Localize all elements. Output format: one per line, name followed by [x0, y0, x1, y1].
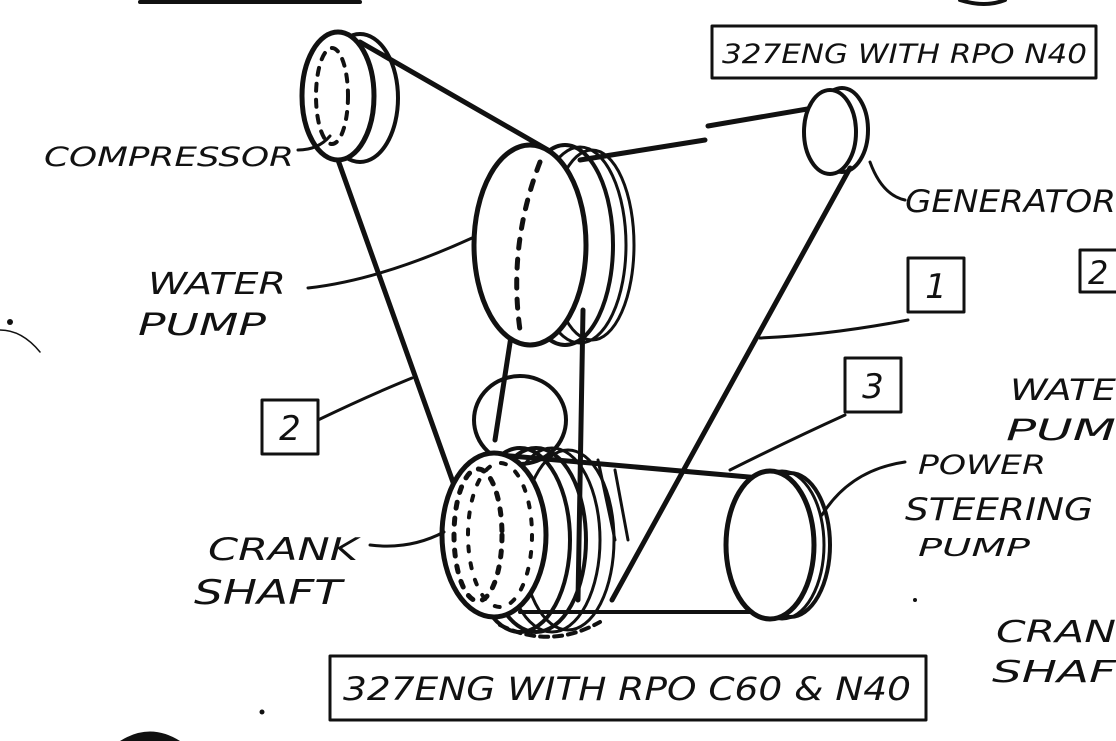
generator-pulley — [802, 86, 870, 176]
adjacent-crank-shaft-line1: CRAN — [996, 615, 1116, 650]
compressor-leader — [296, 134, 332, 152]
water-pump-leader — [306, 236, 474, 290]
right-edge-dot — [913, 598, 917, 602]
label-crank-shaft-line2: SHAFT — [194, 573, 345, 613]
title-bottom: 327ENG WITH RPO C60 & N40 — [343, 670, 911, 708]
callout-1-leader — [758, 318, 910, 340]
left-edge-arc — [0, 329, 41, 353]
callout-2: 2 — [260, 398, 320, 456]
label-power-steering-line3: PUMP — [918, 533, 1031, 562]
adjacent-crank-shaft-line2: SHAF — [992, 655, 1116, 690]
belt-1-top-b — [705, 103, 828, 129]
bottom-edge-blob — [120, 731, 180, 741]
belt-2-left — [335, 157, 457, 488]
top-right-mark — [958, 0, 1007, 6]
callout-1: 1 — [906, 256, 966, 314]
adjacent-figure: 2 WATE PUM CRAN SHAF — [992, 248, 1116, 690]
left-edge-dot — [7, 319, 13, 325]
adjacent-water-pump-line2: PUM — [1006, 413, 1116, 447]
callout-3-leader — [728, 413, 847, 472]
water-pump-pulley — [471, 142, 636, 348]
belt-2-right — [492, 327, 515, 443]
belt-1-diagonal — [609, 165, 853, 603]
compressor-pulley — [299, 29, 400, 164]
crank-shaft-leader — [368, 530, 446, 548]
label-generator: GENERATOR — [905, 184, 1116, 220]
callout-3: 3 — [843, 356, 903, 414]
crank-shaft-pulley — [439, 374, 630, 639]
adjacent-callout-label: 2 — [1088, 254, 1108, 292]
title-top: 327ENG WITH RPO N40 — [722, 39, 1087, 70]
generator-leader — [868, 160, 907, 202]
callout-2-leader — [316, 376, 414, 422]
power-steering-pulley — [723, 468, 832, 622]
title-top-box — [710, 24, 1098, 80]
title-bottom-box — [328, 654, 928, 722]
label-compressor: COMPRESSOR — [44, 142, 294, 173]
label-crank-shaft-line1: CRANK — [208, 532, 362, 568]
adjacent-callout-box — [1078, 248, 1116, 294]
label-power-steering-line2: STEERING — [905, 492, 1093, 528]
callout-3-label: 3 — [862, 367, 884, 407]
belt-1-vertical — [575, 307, 586, 603]
callout-1-label: 1 — [925, 267, 947, 307]
label-water-pump-line2: PUMP — [138, 308, 267, 343]
callout-2-label: 2 — [279, 409, 301, 449]
adjacent-water-pump-line1: WATE — [1010, 373, 1116, 407]
power-steering-leader — [820, 460, 907, 517]
label-power-steering-line1: POWER — [918, 450, 1046, 481]
bottom-edge-dot — [259, 709, 265, 715]
label-water-pump-line1: WATER — [148, 267, 286, 302]
